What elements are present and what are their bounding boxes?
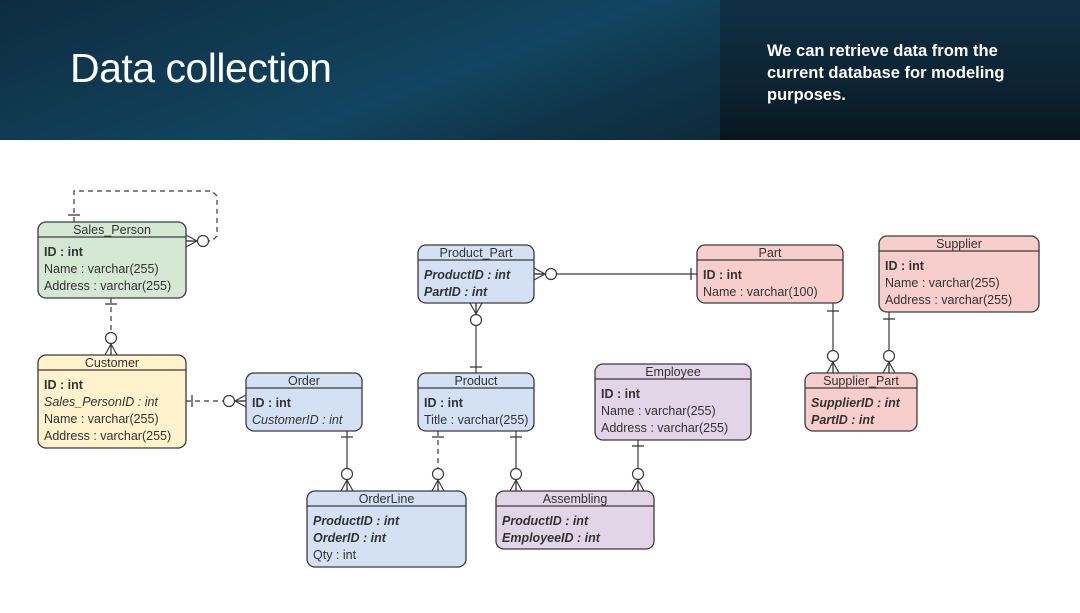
- crows-foot-marker: [509, 478, 523, 492]
- entity-attribute: ID : int: [885, 259, 925, 273]
- entity-title: Employee: [645, 365, 701, 379]
- crows-foot-marker: [233, 394, 247, 408]
- entity-attribute: Name : varchar(255): [44, 412, 159, 426]
- entity-attribute: ProductID : int: [424, 268, 511, 282]
- entity-attribute: ID : int: [703, 268, 743, 282]
- entity-attribute: Sales_PersonID : int: [44, 395, 158, 409]
- entity-attribute: ID : int: [44, 245, 84, 259]
- entity-attribute: CustomerID : int: [252, 413, 343, 427]
- entity-title: Product: [454, 374, 498, 388]
- entity-attribute: ProductID : int: [502, 514, 589, 528]
- entity-title: Sales_Person: [73, 223, 151, 237]
- entity-title: Part: [759, 246, 782, 260]
- relationship-supplier-to-supplier-part: [882, 312, 896, 374]
- crows-foot-marker: [185, 234, 199, 248]
- entity-box: [306, 490, 467, 568]
- entity-box: [37, 354, 187, 449]
- crows-foot-marker: [882, 360, 896, 374]
- cardinality-zero-marker: [104, 331, 118, 345]
- entity-title: Supplier: [936, 237, 982, 251]
- entity-attribute: Address : varchar(255): [885, 293, 1012, 307]
- entity-attribute: PartID : int: [811, 413, 875, 427]
- relationship-sales-person-to-customer: [104, 298, 118, 356]
- relationship-order-to-orderline: [340, 431, 354, 492]
- relationship-product-to-assembling: [509, 431, 523, 492]
- cardinality-zero-marker: [631, 467, 645, 481]
- header-side-panel: [720, 0, 1080, 140]
- entity-attribute: Title : varchar(255): [424, 413, 528, 427]
- entity-attribute: Address : varchar(255): [44, 429, 171, 443]
- entity-box: [594, 363, 752, 441]
- relationship-customer-to-order: [186, 394, 247, 408]
- entity-attribute: Address : varchar(255): [44, 279, 171, 293]
- entity-box: [37, 221, 187, 299]
- entity-attribute: EmployeeID : int: [502, 531, 601, 545]
- entity-attribute: Qty : int: [313, 548, 357, 562]
- entity-attribute: Name : varchar(255): [885, 276, 1000, 290]
- cardinality-zero-marker: [431, 467, 445, 481]
- entity-attribute: Name : varchar(255): [601, 404, 716, 418]
- entity-attribute: Address : varchar(255): [601, 421, 728, 435]
- entity-title: Customer: [85, 356, 139, 370]
- crows-foot-marker: [340, 478, 354, 492]
- entity-attribute: ID : int: [252, 396, 292, 410]
- relationship-sales-person-to-sales-person: [68, 190, 218, 248]
- page-subtitle: We can retrieve data from the current da…: [767, 42, 1005, 104]
- relationship-product-to-product-part: [469, 302, 483, 373]
- relationships-layer: [68, 190, 896, 492]
- relationship-part-to-supplier-part: [826, 303, 840, 374]
- entity-title: Order: [288, 374, 320, 388]
- entity-attribute: SupplierID : int: [811, 396, 901, 410]
- entity-attribute: Name : varchar(255): [44, 262, 159, 276]
- cardinality-zero-marker: [509, 467, 523, 481]
- relationship-employee-to-assembling: [631, 440, 645, 492]
- crows-foot-marker: [826, 360, 840, 374]
- entity-attribute: PartID : int: [424, 285, 488, 299]
- page-title: Data collection: [70, 45, 332, 91]
- cardinality-zero-marker: [340, 467, 354, 481]
- entity-title: Product_Part: [440, 246, 513, 260]
- entity-title: Assembling: [543, 492, 608, 506]
- entity-title: Supplier_Part: [823, 374, 899, 388]
- crows-foot-marker: [533, 267, 547, 281]
- entity-box: [878, 235, 1040, 313]
- entity-attribute: ProductID : int: [313, 514, 400, 528]
- relationship-line: [73, 190, 218, 242]
- crows-foot-marker: [104, 342, 118, 356]
- entity-attribute: OrderID : int: [313, 531, 387, 545]
- relationship-product-to-orderline: [431, 431, 445, 492]
- cardinality-zero-marker: [469, 313, 483, 327]
- cardinality-zero-marker: [544, 267, 558, 281]
- crows-foot-marker: [431, 478, 445, 492]
- cardinality-zero-marker: [826, 349, 840, 363]
- relationship-part-to-product-part: [533, 267, 697, 281]
- entity-attribute: ID : int: [44, 378, 84, 392]
- crows-foot-marker: [631, 478, 645, 492]
- entity-title: OrderLine: [359, 492, 415, 506]
- crows-foot-marker: [469, 302, 483, 316]
- cardinality-zero-marker: [882, 349, 896, 363]
- entity-attribute: ID : int: [424, 396, 464, 410]
- entity-attribute: Name : varchar(100): [703, 285, 818, 299]
- cardinality-zero-marker: [196, 234, 210, 248]
- cardinality-zero-marker: [222, 394, 236, 408]
- entity-attribute: ID : int: [601, 387, 641, 401]
